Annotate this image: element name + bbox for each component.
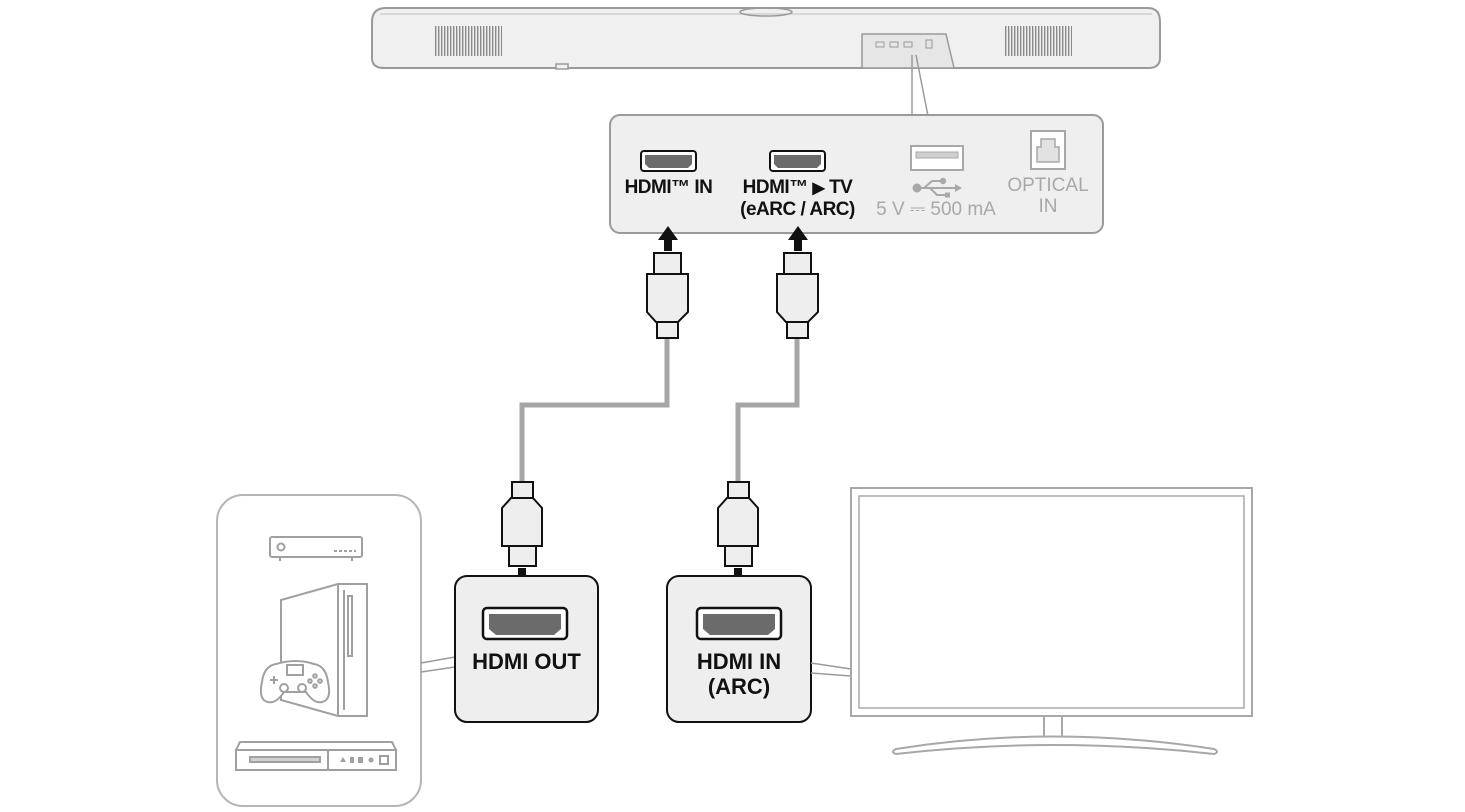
game-controller-icon [259, 660, 331, 704]
tv-icon [850, 487, 1253, 756]
hdmi-in-arc-port-icon [695, 606, 783, 641]
soundbar [371, 7, 1161, 117]
hdmi-tv-label-hdmi: HDMI™ [742, 177, 809, 198]
arrow-up-icon [788, 226, 808, 251]
hdmi-tv-label: HDMI™ ▶ TV [730, 177, 865, 198]
hdmi-in-arc-callout [666, 575, 852, 723]
speaker-grill-right [1004, 26, 1072, 56]
hdmi-in-arc-label-line1: HDMI IN [696, 649, 782, 674]
usb-symbol-icon [912, 177, 962, 198]
hdmi-out-port-icon [481, 606, 569, 641]
usb-rating-label: 5 V ⎓ 500 mA [876, 199, 996, 220]
hdmi-in-label: HDMI™ IN [624, 177, 713, 198]
set-top-box-icon [269, 536, 363, 561]
speaker-grill-left [434, 26, 502, 56]
optical-in-label-line2: IN [1038, 196, 1058, 217]
usb-port-icon [910, 145, 964, 171]
hdmi-out-callout [454, 575, 599, 723]
play-triangle-icon: ▶ [812, 180, 825, 197]
hdmi-in-arc-label-line2: (ARC) [707, 674, 771, 699]
hdmi-tv-earc-label: (eARC / ARC) [740, 199, 855, 220]
source-devices-group [216, 494, 456, 807]
hdmi-in-port-icon [640, 150, 697, 172]
port-panel [609, 114, 1104, 234]
optical-port-icon [1030, 130, 1066, 170]
hdmi-tv-port-icon [769, 150, 826, 172]
hdmi-cable-tv [717, 252, 819, 567]
optical-in-label-line1: OPTICAL [1007, 175, 1089, 196]
hdmi-tv-label-tv: TV [829, 177, 853, 198]
arrow-up-icon [658, 226, 678, 251]
hdmi-cable-source [501, 252, 689, 567]
hdmi-out-label: HDMI OUT [472, 649, 581, 674]
disc-player-icon [234, 741, 398, 771]
